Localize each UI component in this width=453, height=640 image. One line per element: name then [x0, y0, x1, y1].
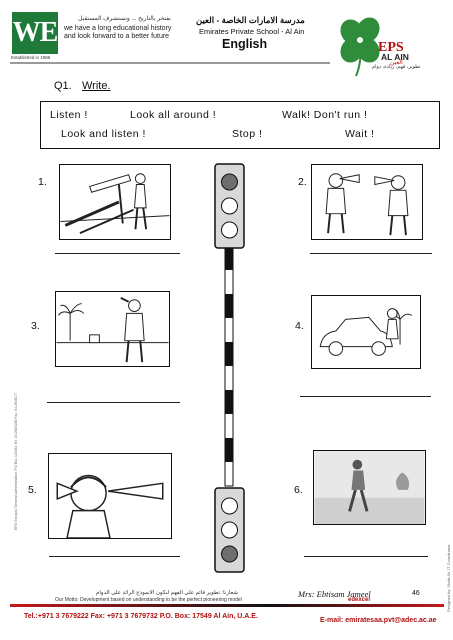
answer-line[interactable]	[49, 556, 180, 557]
motto-arabic: شعارنا: تطوير قائم على الفهم لنكون الانم…	[96, 590, 238, 596]
teacher-name: Mrs: Ebtisam Jameel	[298, 589, 371, 599]
established-label: Established in 1986	[11, 55, 51, 60]
item-number: 2.	[298, 176, 307, 188]
footer-band	[10, 604, 444, 607]
answer-line[interactable]	[55, 253, 180, 254]
eps-slogan: تطوير، فهم، ريادة، دوام	[372, 64, 421, 70]
item-number: 4.	[295, 320, 304, 332]
school-name-arabic: مدرسة الامارات الخاصة - العين	[196, 15, 305, 25]
item-number: 6.	[294, 484, 303, 496]
word-bank-phrase: Stop !	[232, 128, 263, 140]
boy-listening-picture	[48, 453, 172, 539]
item-number: 3.	[31, 320, 40, 332]
tagline-arabic: نفتخر بالتاريخ ... ونستشرف المستقبل	[78, 16, 171, 22]
word-bank-phrase: Walk! Don't run !	[282, 109, 368, 121]
railway-crossing-picture	[59, 164, 171, 240]
man-shading-eyes-picture	[55, 291, 170, 367]
item-number: 1.	[38, 176, 47, 188]
boy-walking-picture	[313, 450, 426, 525]
word-bank-phrase: Wait !	[345, 128, 375, 140]
car-and-man-picture	[311, 295, 421, 369]
eps-logo-text: EPS	[378, 40, 404, 55]
answer-line[interactable]	[304, 556, 428, 557]
children-with-cones-picture	[311, 164, 423, 240]
subject-title: English	[222, 37, 268, 51]
word-bank-phrase: Look all around !	[130, 109, 217, 121]
clover-logo-icon	[340, 17, 380, 77]
header-divider	[10, 62, 330, 64]
eps-city: AL AIN	[381, 52, 409, 62]
email-link[interactable]: E-mail: emiratesaa.pvt@adec.ac.ae	[320, 617, 437, 624]
word-bank-phrase: Look and listen !	[61, 128, 146, 140]
designed-by: Designed by: Shaik Ali, IT Coordinator	[446, 544, 451, 612]
partner-logo: edexcel	[348, 597, 371, 603]
item-number: 5.	[28, 484, 37, 496]
answer-line[interactable]	[47, 402, 180, 403]
question-number: Q1.	[54, 80, 72, 92]
we-logo: WE	[12, 12, 58, 54]
question-instruction: Write.	[82, 80, 111, 92]
side-note: EPS Groups | General administration: P.O…	[14, 392, 18, 531]
motto-english: Our Motto: Development based on understa…	[55, 597, 242, 603]
word-bank	[40, 101, 440, 149]
answer-line[interactable]	[300, 396, 431, 397]
school-name-english: Emirates Private School - Al Ain	[199, 27, 305, 36]
word-bank-phrase: Listen !	[50, 109, 88, 121]
answer-line[interactable]	[310, 253, 432, 254]
tagline-english: we have a long educational history and l…	[64, 25, 172, 40]
contact-info: Tel.:+971 3 7679222 Fax: +971 3 7679732 …	[24, 613, 258, 620]
eps-city-arabic: العين	[390, 60, 403, 66]
page-number: 46	[412, 590, 420, 597]
